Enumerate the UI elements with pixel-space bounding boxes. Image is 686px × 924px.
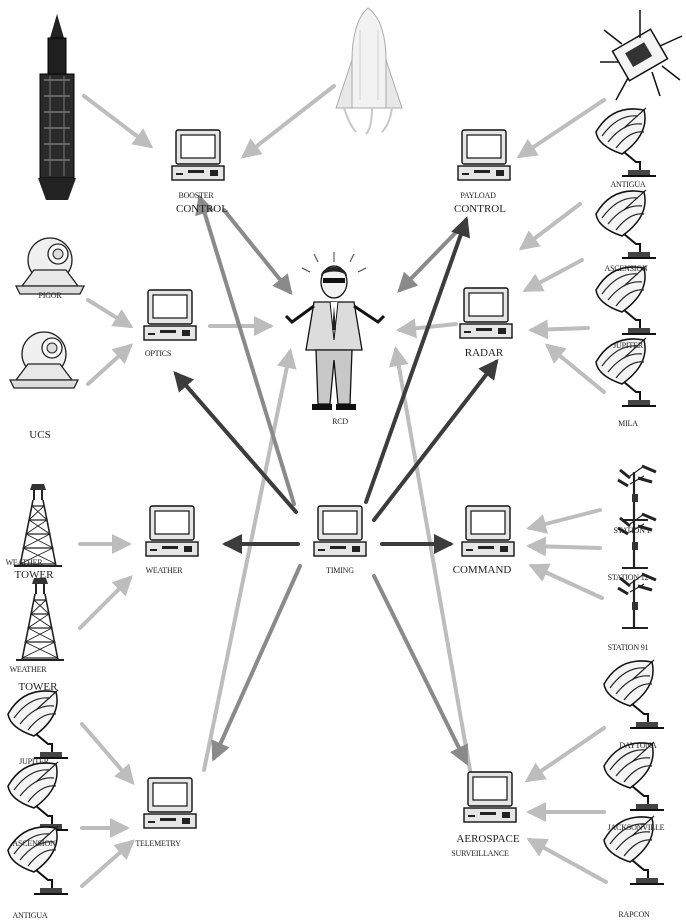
aerospace-dish-label: JACKSONVILLE [608,823,665,832]
rcd-label: RCD [332,417,348,426]
computer-icon [143,777,197,829]
booster-control-label-line2: CONTROL [176,203,228,215]
satellite-dish-icon [603,741,665,811]
timing-label: TIMING [326,566,354,575]
arrow-aerospace-to-rcd [388,346,472,772]
satellite-dish-icon [7,689,69,759]
telemetry-label: TELEMETRY [135,839,181,848]
computer-icon [143,289,197,341]
optics-label: OPTICS [145,349,171,358]
tracking-camera-icon [9,331,79,389]
radar-dish-label: ANTIGUA [610,180,645,189]
weather-tower-label-line1: WEATHER [10,665,48,674]
arrow-payload-to-rcd [397,220,468,293]
arrow-timing-to-telemetry [211,564,302,762]
weather-tower-icon [13,483,63,567]
station-label: STATION 1 [614,526,651,535]
weather-tower-label-line1: WEATHER [6,558,44,567]
aerospace-label-line1: AEROSPACE [456,833,519,845]
telemetry-dish-label: JUPITER [19,757,50,766]
arrow-satellite-to-payload [516,98,606,159]
computer-icon [459,287,513,339]
radar-dish-label: ASCENSION [604,264,648,273]
computer-icon [171,129,225,181]
arrow-shuttle-to-booster [240,84,336,159]
aerospace-label-line2: SURVEILLANCE [451,849,509,858]
arrow-timing-to-optics [173,370,298,514]
satellite-dish-icon [7,825,69,895]
antenna-station-icon [616,572,658,630]
radar-label: RADAR [465,347,504,359]
timing-arrows [173,216,499,554]
computer-icon [461,505,515,557]
weather-tower-icon [15,577,65,661]
arrow-timing-to-payload [364,216,471,504]
payload-control-label-line1: PAYLOAD [460,191,496,200]
computer-icon [145,505,199,557]
radar-dish-label: MILA [618,419,638,428]
aerospace-dish-label: RAPCON [618,910,650,919]
aerospace-dish-label: DAYTONA [619,741,657,750]
antenna-station-icon [616,464,658,522]
source-arrows [78,84,608,888]
arrow-station91-to-command [528,563,604,600]
satellite-dish-icon [603,659,665,729]
control-arrows [195,194,468,766]
weather-tower-label-line2: TOWER [19,681,59,693]
weather-tower-label-line2: TOWER [15,569,55,581]
arrow-timing-to-aerospace [372,574,468,766]
arrow-jupiter-to-telemetry [80,722,135,786]
radar-dish-label: JUPITER [613,341,644,350]
satellite-dish-icon [7,761,69,831]
booster-control-label-line1: BOOSTER [178,191,214,200]
arrow-rapcon-to-aerospace [526,838,608,884]
arrow-tower2-to-weather [78,575,133,630]
arrow-daytona-to-aerospace [524,726,606,783]
computer-icon [457,129,511,181]
weather-label: WEATHER [146,566,184,575]
arrow-telemetry-to-rcd [202,348,297,772]
arrow-rocket-to-booster [82,94,154,149]
satellite-dish-icon [595,107,657,177]
labels-layer: BOOSTER CONTROL PAYLOAD CONTROL RCD OPTI… [6,180,665,920]
camera-label: PIGOR [38,291,62,300]
arrow-timing-to-radar [372,358,499,522]
computer-icon [463,771,517,823]
range-control-director-icon [284,252,386,410]
arrow-ucs-to-optics [86,343,133,386]
arrow-mila-to-radar [544,343,606,394]
arrows-layer [78,84,608,888]
satellite-icon [600,10,683,101]
telemetry-dish-label: ANTIGUA [12,911,47,920]
payload-control-label-line2: CONTROL [454,203,506,215]
satellite-dish-icon [595,265,657,335]
tracking-camera-icon [15,237,85,295]
arrow-jupiter-to-radar [528,319,590,340]
arrow-pigor-to-optics [86,298,134,329]
arrow-station1-to-command [526,508,602,534]
camera-label: UCS [29,429,50,441]
computer-icon [313,505,367,557]
space-shuttle-icon [335,7,403,135]
station-label: STATION 91 [608,643,649,652]
arrow-booster-to-rcd [222,208,293,296]
arrow-antigua-to-radar [518,202,582,251]
rocket-icon [38,14,76,200]
arrow-timing-to-booster [195,194,296,506]
telemetry-dish-label: ASCENSION [12,839,56,848]
arrow-ascension-to-radar [522,258,584,292]
arrow-antigua-to-telemetry [80,839,136,888]
satellite-dish-icon [595,189,657,259]
command-label: COMMAND [453,564,512,576]
station-label: STATION 12 [608,573,649,582]
antenna-station-icon [616,512,658,570]
arrow-station12-to-command [526,536,602,557]
